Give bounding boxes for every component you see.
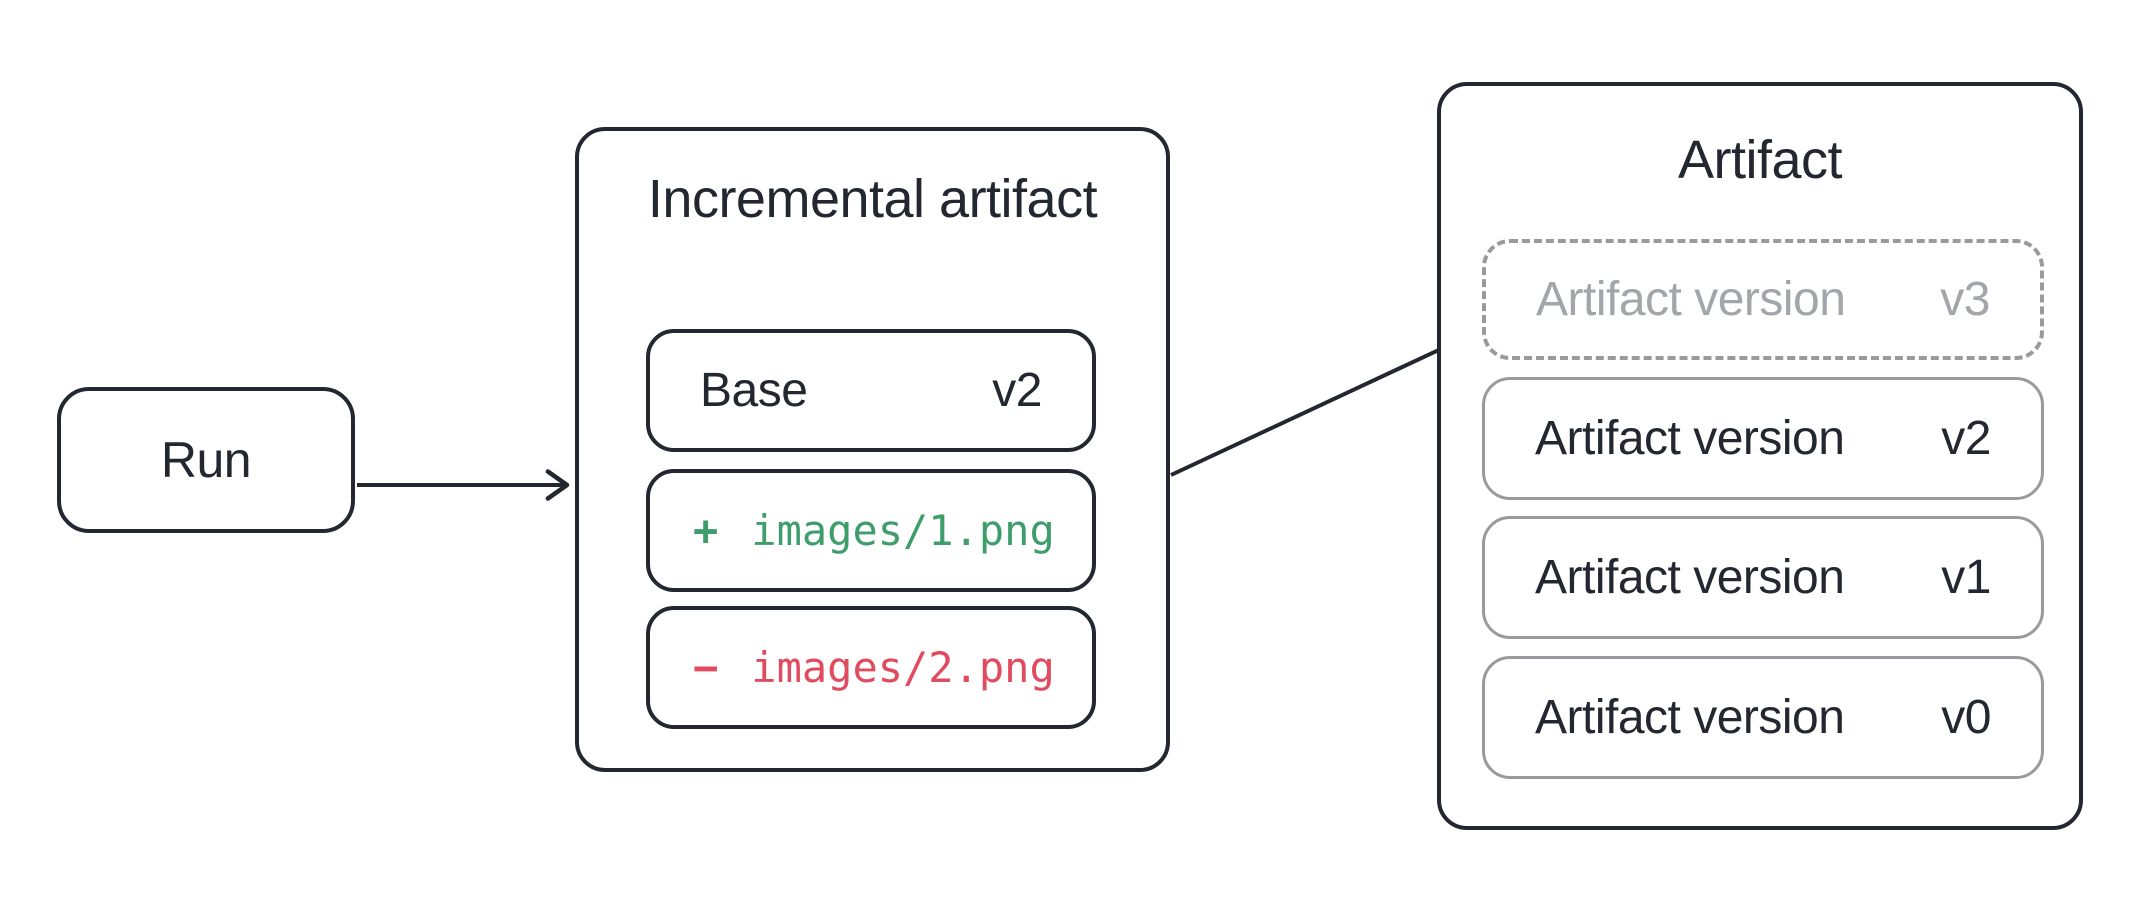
artifact-version-label: Artifact version bbox=[1535, 412, 1845, 465]
artifact-version-label: Artifact version bbox=[1535, 551, 1845, 604]
artifact-version-tag: v2 bbox=[1941, 412, 1991, 465]
run-label: Run bbox=[160, 432, 252, 488]
artifact-version-label: Artifact version bbox=[1535, 691, 1845, 744]
artifact-version-tag: v1 bbox=[1941, 551, 1991, 604]
artifact-title: Artifact bbox=[1677, 130, 1843, 190]
artifact-version-row-v0: Artifact version v0 bbox=[1482, 656, 2044, 779]
artifact-version-row-v2: Artifact version v2 bbox=[1482, 377, 2044, 500]
artifact-version-label: Artifact version bbox=[1536, 273, 1846, 326]
incremental-artifact-title: Incremental artifact bbox=[647, 169, 1098, 229]
artifact-node: Artifact Artifact version v3 Artifact ve… bbox=[1437, 82, 2083, 830]
added-file-box: + images/1.png bbox=[646, 469, 1096, 592]
base-label: Base bbox=[700, 364, 808, 417]
base-version-tag: v2 bbox=[992, 364, 1042, 417]
artifact-version-tag: v0 bbox=[1941, 691, 1991, 744]
artifact-version-row-v3: Artifact version v3 bbox=[1482, 239, 2044, 360]
minus-icon: − bbox=[693, 643, 719, 692]
removed-file-box: − images/2.png bbox=[646, 606, 1096, 729]
removed-file-path: images/2.png bbox=[751, 643, 1055, 692]
added-file-path: images/1.png bbox=[751, 506, 1055, 555]
run-node: Run bbox=[57, 387, 355, 533]
base-version-box: Base v2 bbox=[646, 329, 1096, 452]
arrow-incremental-to-artifact-version bbox=[1170, 327, 1476, 477]
incremental-artifact-node: Incremental artifact Base v2 + images/1.… bbox=[575, 127, 1170, 772]
plus-icon: + bbox=[693, 506, 719, 555]
artifact-version-row-v1: Artifact version v1 bbox=[1482, 516, 2044, 639]
artifact-version-tag: v3 bbox=[1940, 273, 1990, 326]
